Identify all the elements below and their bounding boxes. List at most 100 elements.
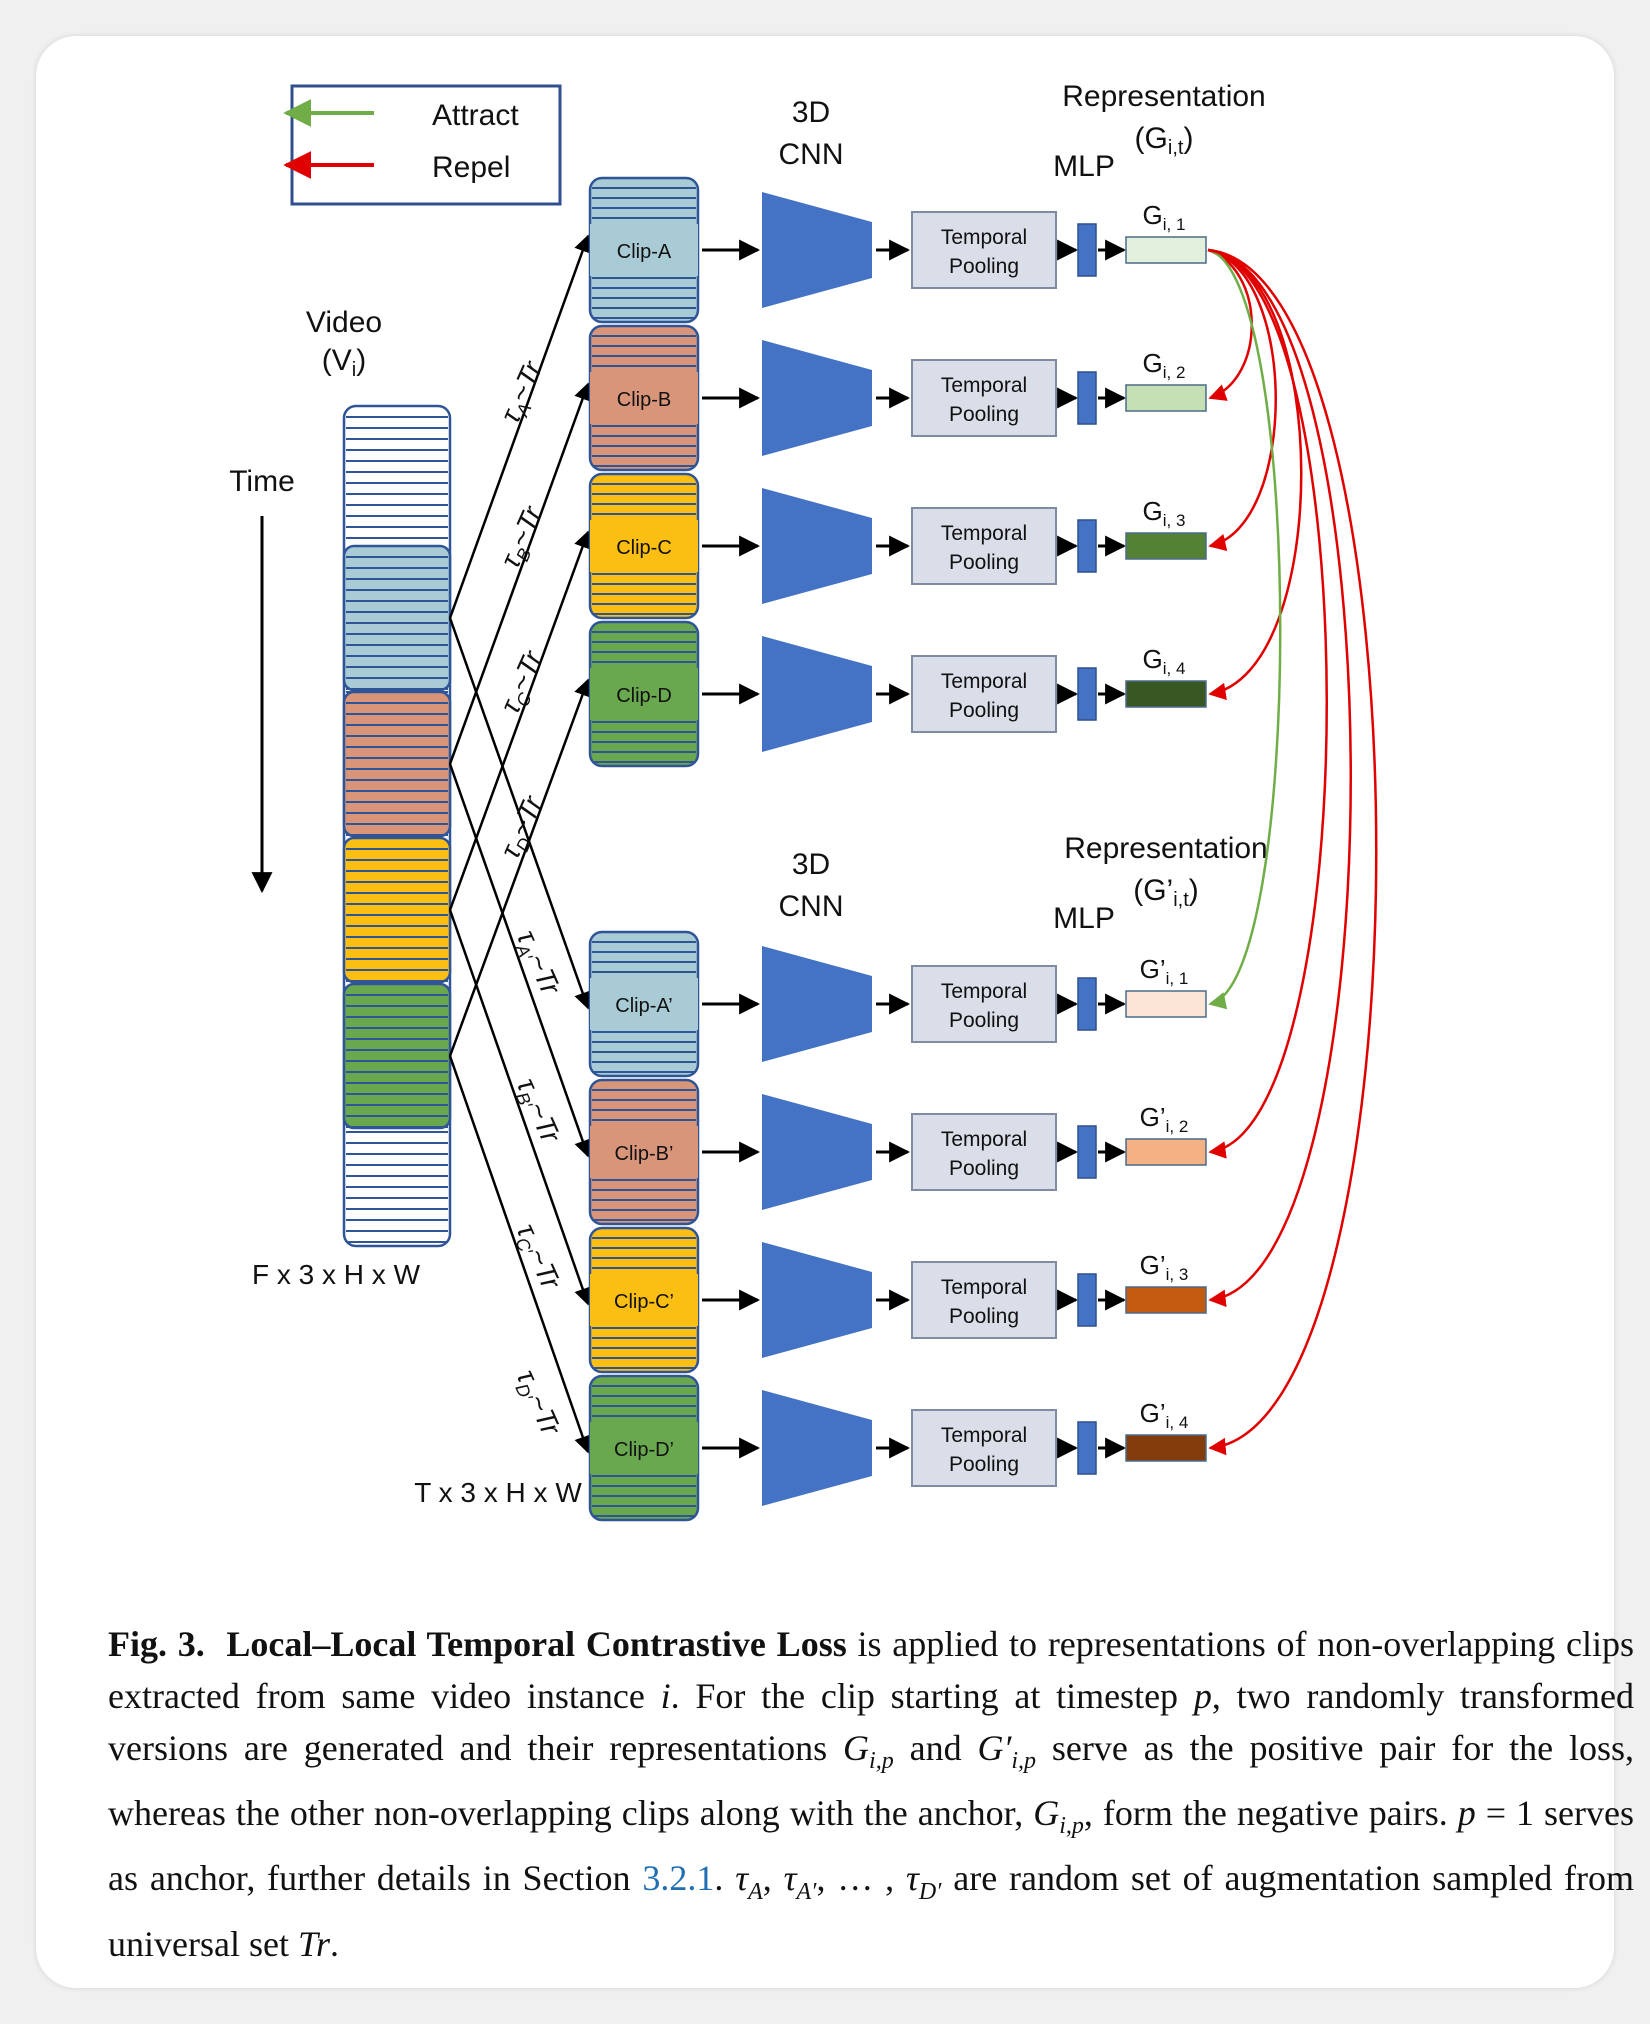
clip-stack: Clip-D’ xyxy=(588,1374,700,1522)
repel-arrow xyxy=(1207,248,1277,551)
rep-title-bottom: Representation xyxy=(1064,832,1267,865)
diagram: Attract Repel Video (Vi) F x 3 x H x W T… xyxy=(229,80,1378,1522)
cnn-encoder-icon xyxy=(762,1242,872,1358)
mlp-icon xyxy=(1077,1125,1097,1179)
augmentation-labels: τA~TrτB~TrτC~TrτD~TrτA′~TrτB′~TrτC′~TrτD… xyxy=(494,355,567,1442)
augmentation-label: τA′~Tr xyxy=(507,925,567,1002)
clip-stacks: Clip-A Clip-B Clip-C Clip-D Clip-A’ Clip-B’ Cl… xyxy=(588,176,700,1522)
augmentation-label: τB~Tr xyxy=(494,500,552,574)
time-label: Time xyxy=(229,465,295,498)
temporal-pooling-box xyxy=(911,211,1057,289)
cnn-label-bottom-1: 3D xyxy=(792,848,830,881)
header-top: 3D CNN MLP Representation (Gi,t) xyxy=(779,80,1266,183)
mlp-icon xyxy=(1077,519,1097,573)
representation-label: G’i, 4 xyxy=(1140,1398,1189,1432)
clip-stack: Clip-B’ xyxy=(588,1078,700,1226)
figure-card: Attract Repel Video (Vi) F x 3 x H x W T… xyxy=(36,36,1634,1988)
pooling-label: Pooling xyxy=(949,403,1019,426)
augmentation-label: τA~Tr xyxy=(494,355,552,429)
augmentation-label: τD′~Tr xyxy=(507,1365,567,1442)
legend: Attract Repel xyxy=(283,84,562,206)
pooling-label: Pooling xyxy=(949,255,1019,278)
pooling-label: Temporal xyxy=(941,374,1027,397)
cnn-encoder-icon xyxy=(762,1094,872,1210)
augmentation-label: τB′~Tr xyxy=(507,1073,567,1150)
section-link[interactable]: 3.2.1 xyxy=(642,1858,715,1899)
temporal-pooling-box xyxy=(911,507,1057,585)
legend-attract: Attract xyxy=(432,99,519,132)
clip-label: Clip-D xyxy=(616,685,672,707)
mlp-label-bottom: MLP xyxy=(1053,902,1115,935)
cnn-label-bottom-2: CNN xyxy=(779,890,844,923)
representation-box xyxy=(1125,1434,1207,1462)
representation-label: Gi, 1 xyxy=(1143,200,1186,234)
video-title: Video xyxy=(306,306,382,339)
header-bottom: 3D CNN MLP Representation (G’i,t) xyxy=(779,832,1268,935)
video-subtitle: (Vi) xyxy=(322,344,366,381)
cnn-encoder-icon xyxy=(762,946,872,1062)
cnn-encoder-icon xyxy=(762,636,872,752)
repel-arrow xyxy=(1207,248,1352,1307)
mlp-icon xyxy=(1077,1421,1097,1475)
representation-box xyxy=(1125,1138,1207,1166)
clip-stack: Clip-C’ xyxy=(588,1226,700,1374)
representation-label: G’i, 1 xyxy=(1140,954,1189,988)
video-block: Video (Vi) F x 3 x H x W xyxy=(252,306,452,1290)
mlp-icon xyxy=(1077,977,1097,1031)
video-dims: F x 3 x H x W xyxy=(252,1259,421,1290)
clip-stack: Clip-C xyxy=(588,472,700,620)
augmentation-label: τC~Tr xyxy=(494,645,553,719)
pooling-label: Pooling xyxy=(949,551,1019,574)
representation-box xyxy=(1125,384,1207,412)
pooling-label: Pooling xyxy=(949,1305,1019,1328)
cnn-encoder-icon xyxy=(762,488,872,604)
rep-sub-top: (Gi,t) xyxy=(1135,122,1194,159)
temporal-pooling-box xyxy=(911,1261,1057,1339)
rep-sub-bottom: (G’i,t) xyxy=(1133,874,1199,911)
pooling-label: Temporal xyxy=(941,1128,1027,1151)
repel-arrow xyxy=(1207,248,1303,701)
clip-stack: Clip-A’ xyxy=(588,930,700,1078)
attract-arrow xyxy=(1207,248,1282,1010)
pooling-label: Temporal xyxy=(941,670,1027,693)
augmentation-label: τC′~Tr xyxy=(507,1219,567,1296)
cnn-label-top-2: CNN xyxy=(779,138,844,171)
repel-arrow xyxy=(1207,248,1378,1456)
representation-box xyxy=(1125,680,1207,708)
clip-label: Clip-A’ xyxy=(615,995,672,1017)
representation-box xyxy=(1125,236,1207,264)
representation-label: G’i, 3 xyxy=(1140,1250,1189,1284)
pooling-label: Pooling xyxy=(949,1009,1019,1032)
clip-label: Clip-B’ xyxy=(615,1143,674,1165)
temporal-pooling-box xyxy=(911,359,1057,437)
clip-stack: Clip-A xyxy=(588,176,700,324)
pooling-label: Temporal xyxy=(941,980,1027,1003)
pooling-label: Pooling xyxy=(949,1453,1019,1476)
sampling-arrows xyxy=(448,234,592,1454)
mlp-icon xyxy=(1077,371,1097,425)
pooling-label: Temporal xyxy=(941,1424,1027,1447)
clip-label: Clip-C xyxy=(616,537,672,559)
clip-label: Clip-B xyxy=(617,389,671,411)
cnn-encoder-icon xyxy=(762,340,872,456)
repel-arrow xyxy=(1207,248,1328,1159)
clip-stack: Clip-D xyxy=(588,620,700,768)
mlp-icon xyxy=(1077,223,1097,277)
pooling-label: Pooling xyxy=(949,699,1019,722)
clip-dims: T x 3 x H x W xyxy=(414,1477,582,1508)
clip-label: Clip-A xyxy=(617,241,672,263)
cnn-label-top-1: 3D xyxy=(792,96,830,129)
caption-title: Local–Local Temporal Contrastive Loss xyxy=(226,1624,847,1664)
clip-label: Clip-C’ xyxy=(614,1291,674,1313)
clip-stack: Clip-B xyxy=(588,324,700,472)
temporal-pooling-box xyxy=(911,1409,1057,1487)
contrastive-arrows xyxy=(1207,248,1378,1456)
